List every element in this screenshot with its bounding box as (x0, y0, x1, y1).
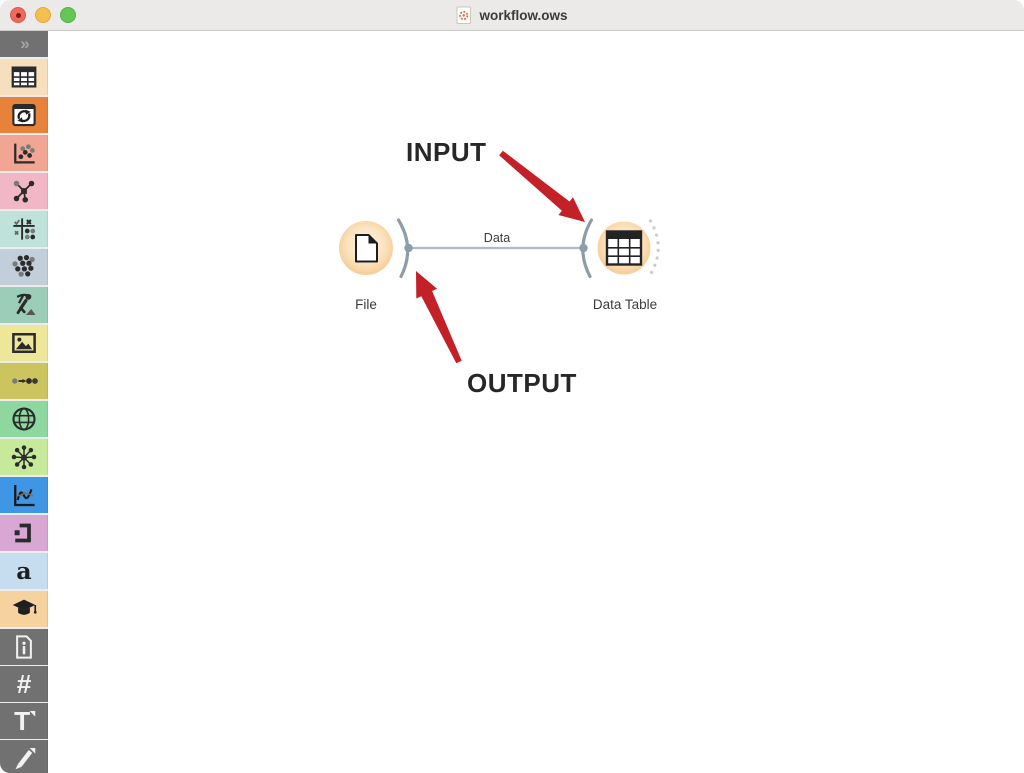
file-widget-icon (355, 234, 378, 263)
close-button[interactable] (10, 7, 26, 23)
titlebar: workflow.ows (0, 0, 1024, 31)
chevron-right-double-icon: » (20, 34, 30, 53)
file-output-anchor[interactable] (396, 218, 413, 279)
zoom-button[interactable] (60, 7, 76, 23)
widget-node-datatable[interactable]: Data Table (593, 221, 657, 313)
graduation-cap-icon (12, 599, 37, 615)
evaluate-scores-icon (13, 218, 36, 240)
sidebar-category-data[interactable] (0, 59, 48, 95)
text-mining-icon: a (16, 557, 31, 585)
arrow-annotation-icon (15, 748, 36, 770)
associate-dots-arrow-icon (12, 378, 38, 384)
window-title-wrap: workflow.ows (456, 6, 568, 25)
sidebar-category-transform[interactable] (0, 97, 48, 133)
datatable-output-anchor-dashed (647, 219, 660, 278)
sidebar-category-educational[interactable] (0, 591, 48, 627)
tree-model-icon (13, 180, 35, 203)
sidebar-category-text-mining[interactable]: a (0, 553, 48, 589)
text-annotation-icon: T (14, 706, 36, 736)
workflow-scene: Data (339, 137, 660, 398)
svg-text:#: # (17, 669, 32, 699)
workflow-canvas[interactable]: Data (48, 31, 1024, 773)
sidebar-category-evaluate[interactable] (0, 211, 48, 247)
output-anchor-dot (404, 243, 413, 253)
tool-align-to-grid[interactable]: # (0, 666, 48, 702)
data-table-widget-icon (605, 230, 643, 266)
tool-text-annotation[interactable]: T (0, 703, 48, 739)
window-controls (10, 0, 76, 30)
widget-node-file[interactable]: File (339, 221, 393, 312)
sidebar-category-miner[interactable] (0, 287, 48, 323)
document-proxy-icon[interactable] (456, 6, 472, 25)
sidebar-category-image-analytics[interactable] (0, 325, 48, 361)
sidebar-category-unsupervised[interactable] (0, 249, 48, 285)
scatter-plot-icon (14, 143, 35, 164)
svg-text:T: T (14, 706, 30, 736)
minimize-button[interactable] (35, 7, 51, 23)
sidebar-category-spectroscopy[interactable] (0, 515, 48, 551)
image-icon (12, 333, 36, 353)
input-anchor-dot (579, 243, 588, 253)
widget-toolbox: » (0, 31, 48, 773)
sidebar-category-model[interactable] (0, 173, 48, 209)
sidebar-category-associate[interactable] (0, 363, 48, 399)
sidebar-category-visualize[interactable] (0, 135, 48, 171)
window-title: workflow.ows (479, 7, 568, 23)
link-file-to-datatable[interactable]: Data (408, 231, 584, 250)
output-pointer-arrow[interactable] (416, 271, 462, 364)
node-label-file: File (355, 297, 377, 312)
node-label-datatable: Data Table (593, 297, 657, 312)
datatable-input-anchor[interactable] (579, 218, 594, 279)
line-chart-icon (14, 485, 35, 507)
annotation-output-label[interactable]: OUTPUT (467, 368, 577, 398)
svg-text:a: a (16, 557, 31, 585)
globe-icon (12, 407, 36, 431)
input-pointer-arrow[interactable] (499, 150, 585, 222)
cluster-dots-icon (12, 255, 35, 277)
spectroscopy-icon (14, 523, 31, 543)
tool-workflow-info[interactable] (0, 629, 48, 665)
tool-arrow-annotation[interactable] (0, 740, 48, 773)
annotation-input-label[interactable]: INPUT (406, 137, 487, 167)
workflow-info-icon (16, 635, 32, 659)
miner-icon (16, 293, 36, 315)
link-channel-label: Data (484, 231, 510, 245)
network-icon (11, 445, 37, 470)
align-grid-icon: # (17, 669, 32, 699)
toolbox-expand-button[interactable]: » (0, 31, 48, 57)
sidebar-category-networks[interactable] (0, 439, 48, 475)
sidebar-category-time-series[interactable] (0, 477, 48, 513)
sidebar-category-geo[interactable] (0, 401, 48, 437)
data-table-icon (11, 66, 37, 88)
transform-sync-icon (12, 103, 36, 127)
